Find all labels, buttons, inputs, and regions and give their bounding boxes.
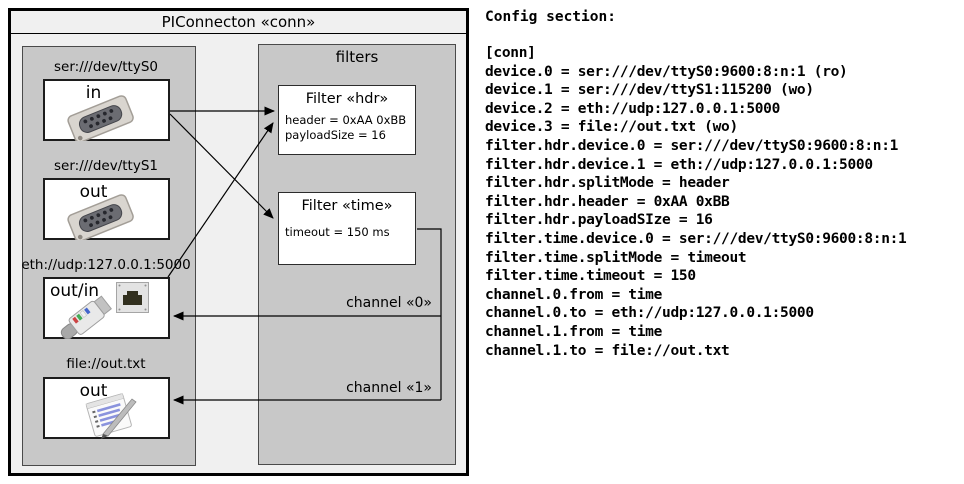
device-direction: out/in (50, 281, 100, 301)
config-line: channel.1.to = file://out.txt (485, 342, 730, 359)
config-section: Config section: [conn] device.0 = ser://… (485, 8, 964, 360)
device-box-ttys1: out (43, 178, 170, 240)
device-label-file: file://out.txt (66, 356, 146, 372)
filter-hdr-param-payloadsize: payloadSize = 16 (285, 128, 386, 142)
config-line: filter.hdr.device.1 = eth://udp:127.0.0.… (485, 156, 873, 173)
config-line: filter.time.splitMode = timeout (485, 249, 747, 266)
config-line: filter.hdr.header = 0xAA 0xBB (485, 193, 730, 210)
ethernet-port-icon (116, 282, 149, 313)
config-line: device.0 = ser:///dev/ttyS0:9600:8:n:1 (… (485, 63, 848, 80)
diagram-title: PIConnecton «conn» (11, 11, 466, 34)
config-line: [conn] (485, 45, 536, 61)
device-label-ttys0: ser:///dev/ttyS0 (54, 59, 158, 75)
ethernet-connector-icon (60, 295, 112, 339)
channel-1-label: channel «1» (346, 380, 432, 396)
device-direction: out (79, 182, 108, 202)
device-direction: in (85, 83, 102, 103)
config-line: filter.hdr.payloadSIze = 16 (485, 212, 713, 229)
config-line: filter.time.device.0 = ser:///dev/ttyS0:… (485, 230, 907, 247)
config-line: channel.0.to = eth://udp:127.0.0.1:5000 (485, 305, 814, 322)
filter-box-time: Filter «time» timeout = 150 ms (278, 192, 416, 265)
device-label-ttys1: ser:///dev/ttyS1 (54, 158, 158, 174)
config-line: device.2 = eth://udp:127.0.0.1:5000 (485, 100, 781, 117)
device-box-eth: out/in (43, 277, 170, 339)
device-box-file: out (43, 377, 170, 439)
config-heading: Config section: (485, 9, 616, 25)
config-line: filter.hdr.splitMode = header (485, 175, 730, 192)
config-line: device.1 = ser:///dev/ttyS1:115200 (wo) (485, 82, 814, 99)
filter-hdr-title: Filter «hdr» (305, 91, 389, 107)
config-line: device.3 = file://out.txt (wo) (485, 119, 738, 136)
channel-0-label: channel «0» (346, 295, 432, 311)
filter-box-hdr: Filter «hdr» header = 0xAA 0xBB payloadS… (278, 85, 416, 155)
notepad-icon (85, 393, 137, 439)
device-direction: out (79, 381, 108, 401)
config-line: filter.time.timeout = 150 (485, 268, 696, 285)
filter-time-param-timeout: timeout = 150 ms (285, 225, 390, 239)
serial-connector-icon (67, 95, 134, 141)
serial-connector-icon (67, 194, 134, 240)
config-line: filter.hdr.device.0 = ser:///dev/ttyS0:9… (485, 137, 899, 154)
filters-panel-title: filters (335, 48, 379, 66)
filter-time-title: Filter «time» (301, 198, 393, 214)
device-label-eth: eth://udp:127.0.0.1:5000 (21, 257, 191, 273)
config-line: channel.1.from = time (485, 323, 663, 340)
device-box-ttys0: in (43, 79, 170, 141)
config-line: channel.0.from = time (485, 286, 663, 303)
filter-hdr-param-header: header = 0xAA 0xBB (285, 113, 407, 127)
